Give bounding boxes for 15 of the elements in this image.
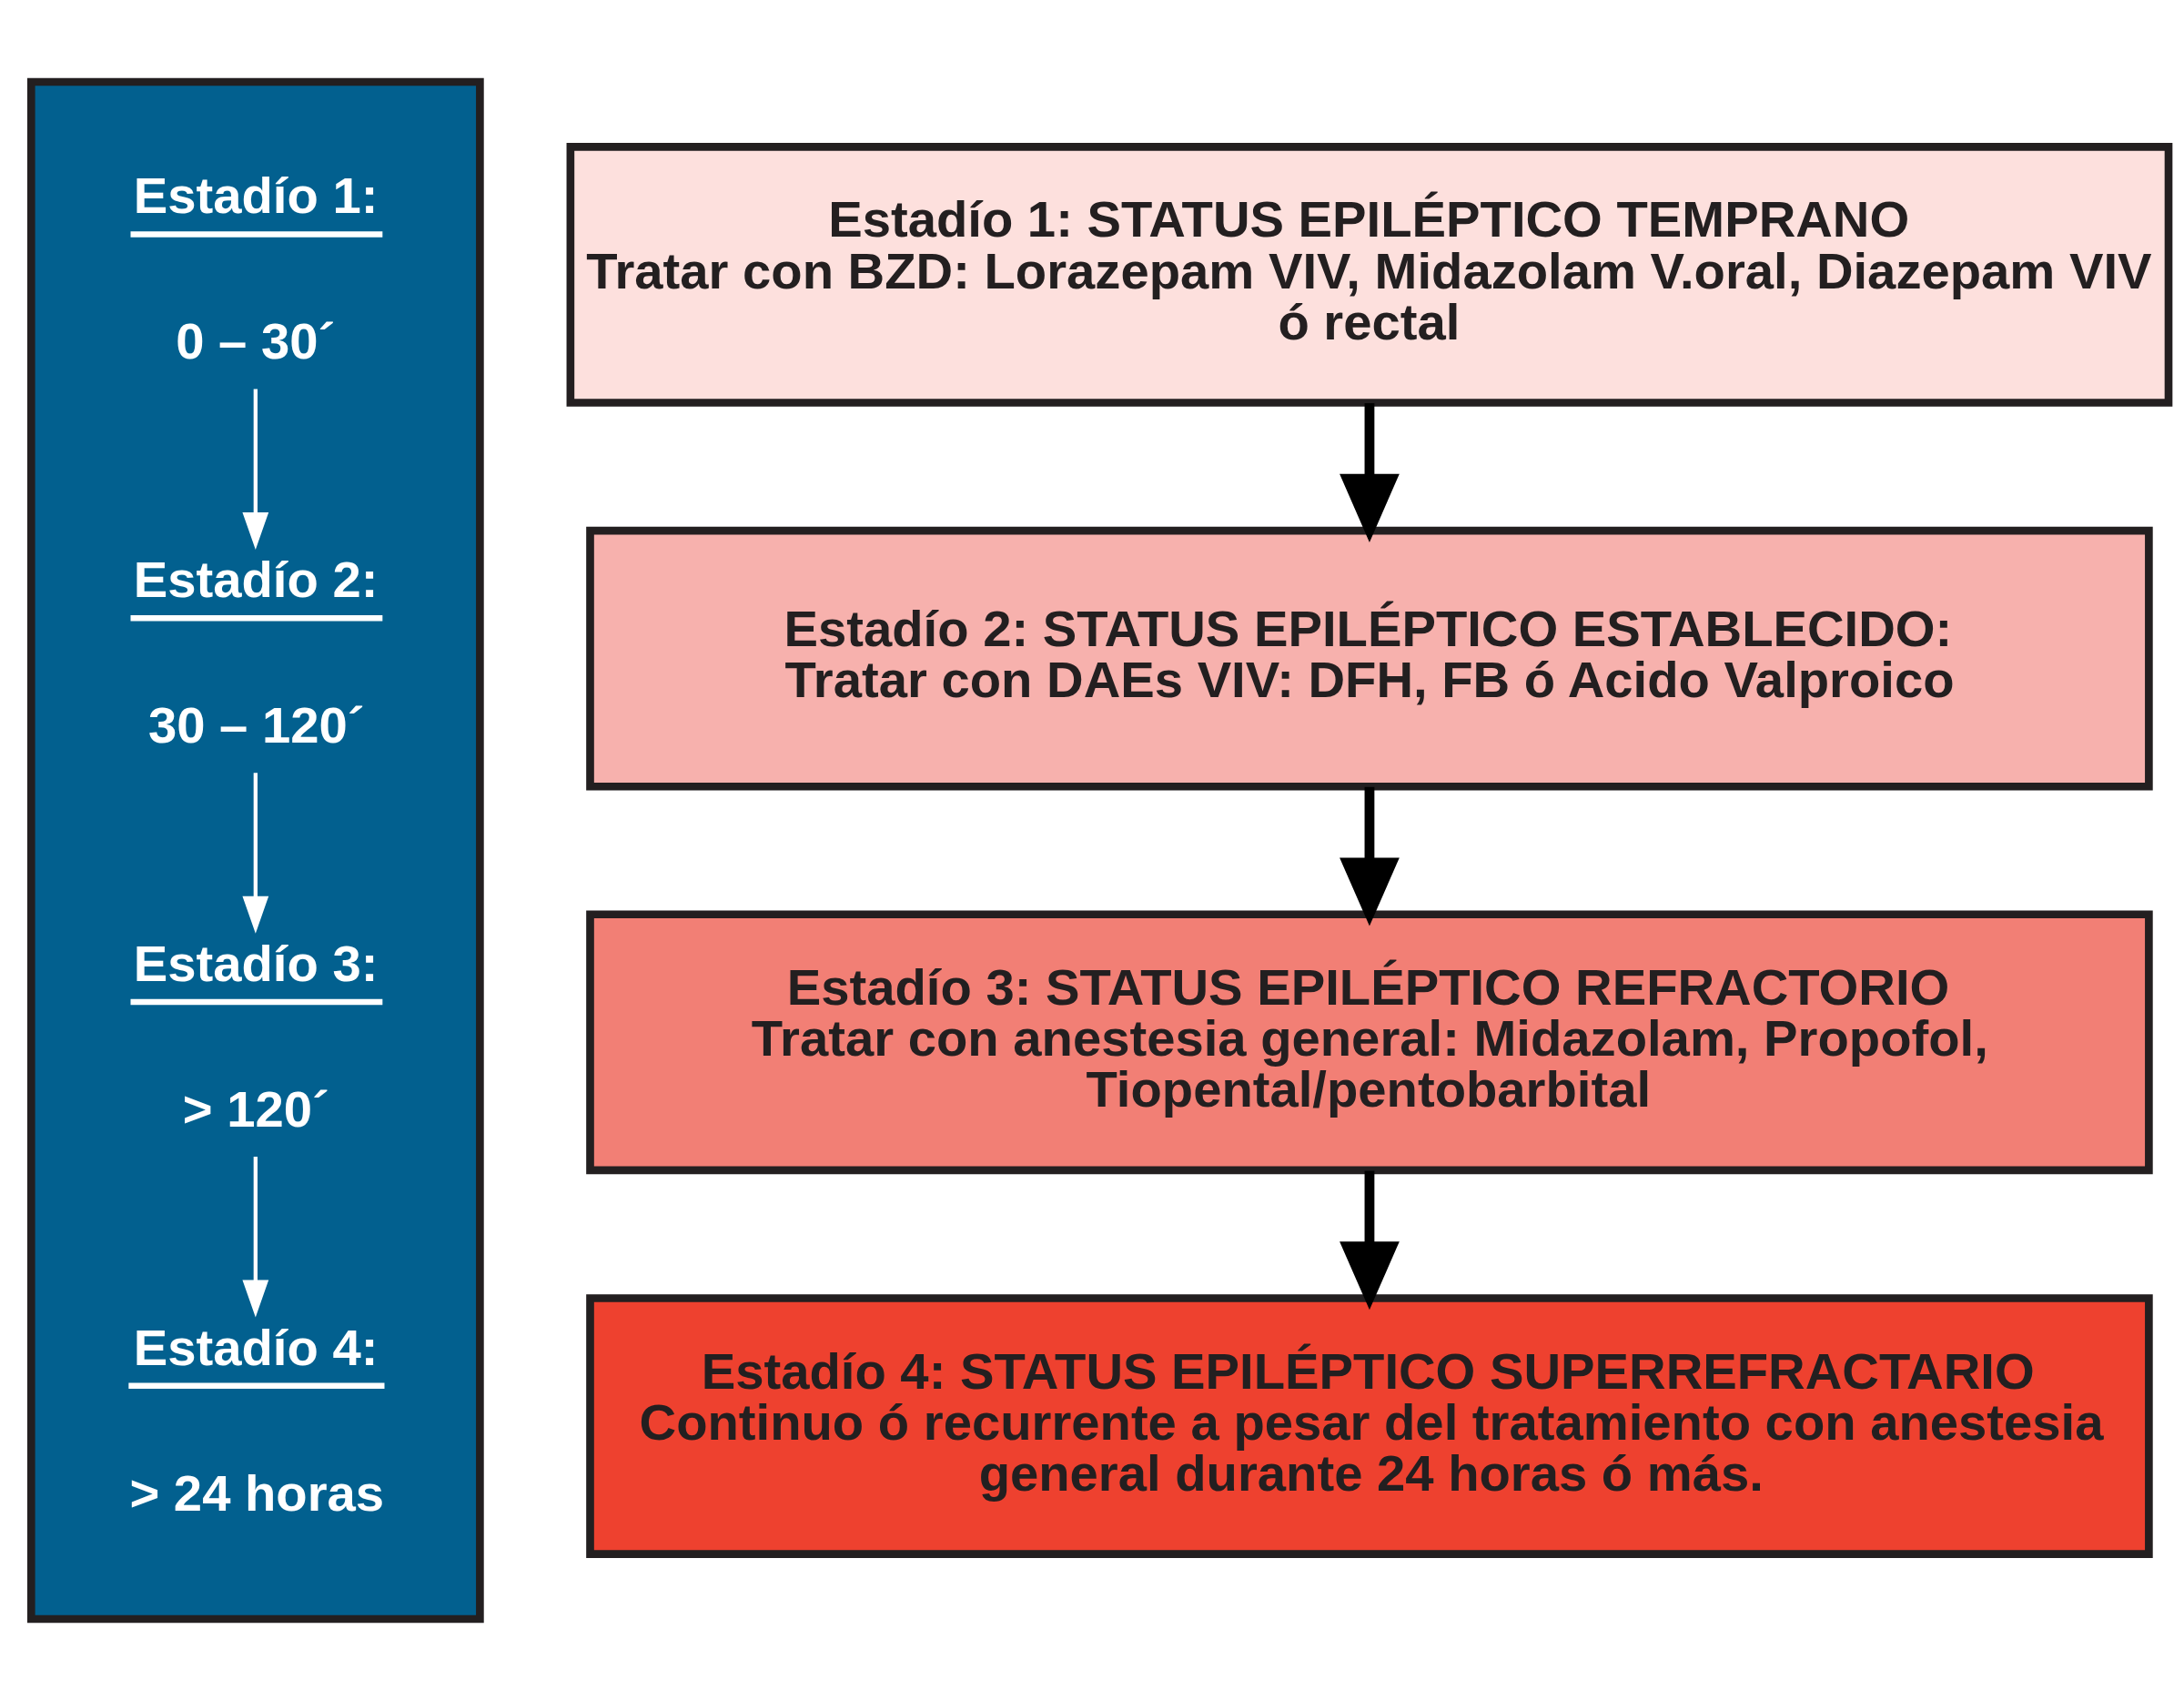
arrow [1340, 786, 1400, 926]
arrow [1340, 402, 1400, 542]
cluster [26, 77, 484, 1623]
node-text: Estadío 4: > 24 horas [129, 1318, 385, 1522]
arrow [242, 1156, 269, 1318]
node-box: Estadío 2: STATUS EPILÉPTICO ESTABLECIDO: Tratar con DAEs VIV: DFH, FB ó Acido Valproico [586, 526, 2153, 791]
node-box: Estadío 1: STATUS EPILÉPTICO TEMPRANO Tratar con BZD: Lorazepam VIV, Midazolam V.oral, Diazepam VIV ó rectal [566, 142, 2173, 407]
arrow [242, 389, 269, 550]
node-box: Estadío 3: STATUS EPILÉPTICO REFRACTORIO Tratar con anestesia general: Midazolam, Propofol, Tiopental/pentobarbital [586, 909, 2153, 1174]
node-text: Estadío 1: 0 – 30´ [133, 166, 379, 369]
arrow [1340, 1170, 1400, 1310]
arrow [242, 772, 269, 934]
node-text: Estadío 3: > 120´ [133, 934, 379, 1138]
node-box: Estadío 4: STATUS EPILÉPTICO SUPERREFRACTARIO Continuo ó recurrente a pesar del tratamiento con anestesia general durante 24 horas ó más. [586, 1293, 2153, 1558]
node-text: Estadío 2: 30 – 120´ [133, 550, 379, 754]
